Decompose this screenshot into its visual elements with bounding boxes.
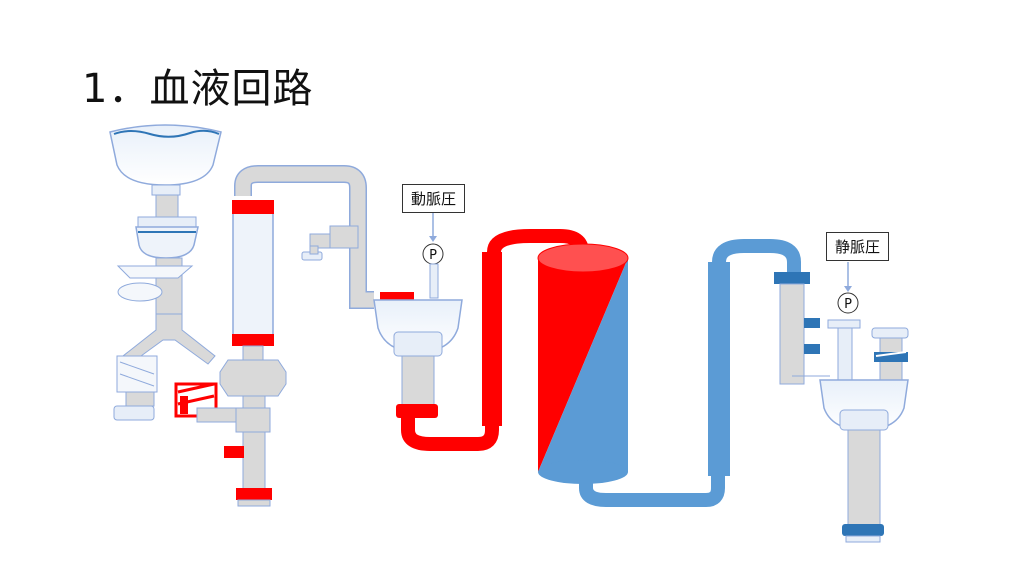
left-branch-block (116, 355, 158, 393)
venous-chamber: P (774, 262, 909, 543)
page-title: 1．血液回路 (82, 66, 314, 112)
venous-outlet-cap (842, 524, 884, 536)
arterial-gauge-symbol: P (429, 248, 437, 263)
supply-bowl (109, 124, 222, 186)
arterial-outlet-cap (396, 404, 438, 418)
supply-neck (151, 184, 181, 196)
column-top-cap (232, 200, 274, 214)
venous-gauge-symbol: P (844, 297, 852, 312)
venous-inlet-cap (774, 272, 810, 284)
dialyzer (537, 243, 629, 484)
dialyzer-bottom (538, 460, 628, 484)
venous-vertical-segment (708, 262, 730, 476)
dialyzer-top (537, 243, 629, 273)
column-body (232, 201, 274, 343)
arterial-line (401, 229, 589, 451)
venous-pressure-label: 静脈圧 (826, 232, 890, 261)
dialyzer-venous-half (538, 258, 628, 472)
clamp-ellipse (117, 282, 163, 302)
arterial-chamber: P (373, 212, 463, 418)
venous-pressure-gauge (837, 292, 859, 314)
venous-side-clamp (874, 352, 908, 362)
arterial-vertical-segment (482, 252, 502, 426)
arterial-pressure-label: 動脈圧 (402, 184, 466, 213)
column-bottom-cap (232, 334, 274, 346)
venous-line (579, 239, 801, 507)
column-outlet-cap (236, 488, 272, 500)
column-assembly (219, 165, 374, 507)
left-supply-assembly (109, 124, 238, 423)
y-connector (122, 313, 216, 365)
